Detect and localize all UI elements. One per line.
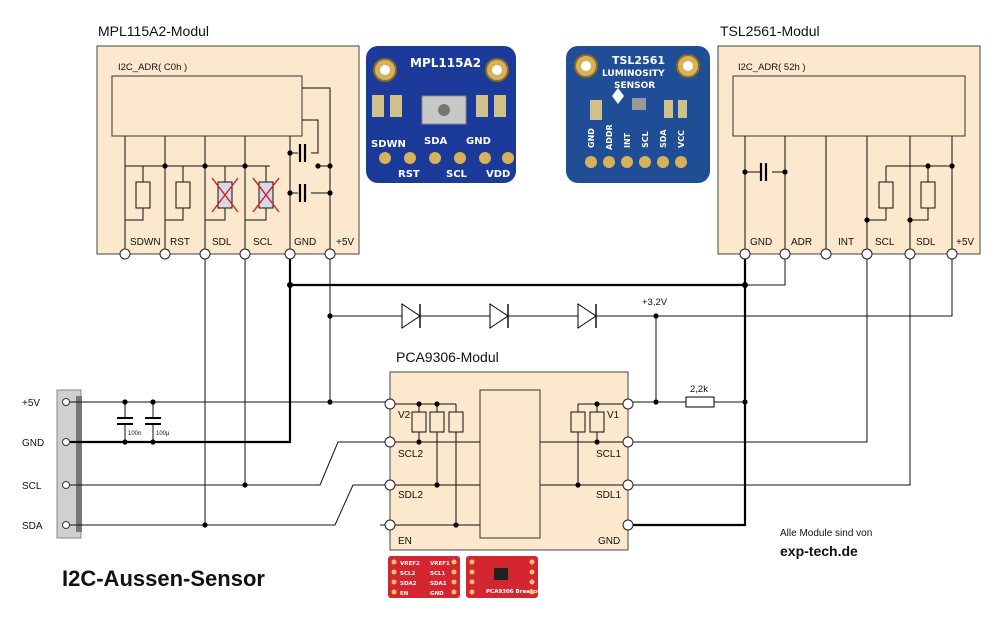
- pca-pin-v2: V2: [398, 410, 411, 421]
- pca-chip-box: [479, 389, 541, 539]
- tsl-resistor-2: [920, 181, 936, 209]
- mpl-photo-pin-scl: SCL: [446, 169, 468, 180]
- mpl115a2-board-photo: MPL115A2 SDWN SDA GND RST SCL VDD: [366, 46, 516, 183]
- pca-pin-scl2: SCL2: [398, 449, 423, 460]
- mpl-removed-cross-1: [211, 177, 239, 213]
- pca-photo-right-1: VREF1: [430, 561, 450, 567]
- mpl-pin-rst: RST: [170, 237, 190, 248]
- pca-pin-gnd: GND: [598, 536, 620, 547]
- mpl-pin-5v: +5V: [336, 237, 354, 248]
- tsl-capacitor: [759, 163, 768, 181]
- pca-photo-board-text: PCA9306 Breakout: [486, 589, 544, 595]
- connector-label-gnd: GND: [22, 438, 44, 449]
- tsl-pin-int: INT: [838, 237, 854, 248]
- flower-logo-icon: [612, 88, 624, 104]
- mpl115a2-module: MPL115A2-Modul I2C_ADR( C0h ): [96, 23, 360, 255]
- tsl-photo-line1: TSL2561: [612, 54, 665, 67]
- diode-3: [577, 303, 597, 329]
- mpl-module-title: MPL115A2-Modul: [98, 23, 209, 39]
- credit-line-1: Alle Module sind von: [780, 528, 872, 539]
- tsl-photo-pin-int: INT: [623, 132, 632, 148]
- mpl-address-label: I2C_ADR( C0h ): [118, 62, 187, 73]
- tsl-photo-line3: SENSOR: [614, 81, 655, 91]
- tsl-chip-box: [732, 75, 966, 137]
- mpl-photo-pin-sdwn: SDWN: [371, 139, 406, 150]
- pin-terminals: [119, 248, 958, 531]
- tsl-pin-sdl: SDL: [916, 237, 936, 248]
- pca-photo-right-2: SCL1: [430, 571, 446, 577]
- capacitor-100n-label: 100n: [128, 431, 141, 437]
- pca-photo-right-4: GND: [430, 591, 444, 597]
- tsl-photo-pin-scl: SCL: [641, 131, 650, 148]
- mpl-capacitor-1: [298, 144, 307, 162]
- connector-label-sda: SDA: [22, 521, 43, 532]
- tsl-photo-line2: LUMINOSITY: [602, 69, 665, 79]
- mpl-pin-sdl: SDL: [212, 237, 232, 248]
- connector-label-scl: SCL: [22, 481, 42, 492]
- mpl-photo-pin-gnd: GND: [466, 136, 491, 147]
- capacitor-100n: [117, 417, 133, 425]
- diagram-title: I2C-Aussen-Sensor: [62, 566, 265, 591]
- net-gnd-right: [632, 254, 747, 527]
- tsl-module-title: TSL2561-Modul: [720, 23, 820, 39]
- tsl-photo-pin-sda: SDA: [659, 129, 668, 148]
- pca-module-title: PCA9306-Modul: [396, 349, 499, 365]
- mpl-capacitor-2: [298, 184, 307, 202]
- external-connector: +5V GND SCL SDA: [22, 389, 82, 539]
- tsl-pin-adr: ADR: [791, 237, 812, 248]
- pca-photo-left-2: SCL2: [400, 571, 416, 577]
- pca9306-board-photo: VREF2 SCL2 SDA2 EN VREF1 SCL1 SDA1 GND P…: [388, 556, 544, 598]
- mpl-chip-box: [111, 75, 303, 137]
- capacitor-100u-label: 100µ: [156, 431, 170, 437]
- mpl-resistor-1: [135, 181, 151, 209]
- mpl-pin-sdwn: SDWN: [130, 237, 161, 248]
- tsl-photo-pin-addr: ADDR: [605, 124, 614, 150]
- tsl2561-board-photo: TSL2561 LUMINOSITY SENSOR GND ADDR INT S…: [566, 46, 710, 183]
- net-gnd-left: [70, 254, 292, 444]
- mpl-pin-gnd: GND: [294, 237, 316, 248]
- pca-photo-left-4: EN: [400, 591, 409, 597]
- tsl-resistor-1: [878, 181, 894, 209]
- mpl-removed-cross-2: [252, 177, 280, 213]
- tsl-pin-5v: +5V: [956, 237, 974, 248]
- tsl-pin-gnd: GND: [750, 237, 772, 248]
- net-sda2: [70, 484, 385, 526]
- mpl-photo-pin-sda: SDA: [424, 136, 448, 147]
- diode-2: [489, 303, 509, 329]
- pca-photo-right-3: SDA1: [430, 581, 447, 587]
- resistor-2k2: [685, 396, 715, 408]
- pca-pin-sdl1: SDL1: [596, 490, 621, 501]
- mpl-photo-name: MPL115A2: [410, 56, 481, 70]
- tsl-photo-pin-gnd: GND: [587, 128, 596, 148]
- net-sda1: [632, 254, 911, 486]
- pca-photo-left-1: VREF2: [400, 561, 420, 567]
- resistor-2k2-label: 2,2k: [690, 384, 708, 395]
- mpl-pin-scl: SCL: [253, 237, 273, 248]
- mpl-photo-pin-rst: RST: [398, 169, 420, 180]
- pca-photo-left-3: SDA2: [400, 581, 417, 587]
- tsl-photo-pin-vcc: VCC: [677, 130, 686, 148]
- pca-pin-en: EN: [398, 536, 412, 547]
- voltage-label: +3,2V: [642, 297, 668, 308]
- pca-pin-scl1: SCL1: [596, 449, 621, 460]
- tsl-pin-scl: SCL: [875, 237, 895, 248]
- capacitor-100u: [145, 417, 161, 425]
- mpl-resistor-2: [175, 181, 191, 209]
- tsl-address-label: I2C_ADR( 52h ): [738, 62, 806, 73]
- net-scl1: [632, 254, 868, 443]
- diode-1: [401, 303, 421, 329]
- pca-pin-v1: V1: [607, 410, 620, 421]
- net-scl2: [70, 441, 385, 486]
- tsl2561-module: TSL2561-Modul I2C_ADR( 52h ) GND ADR INT…: [717, 23, 981, 255]
- pca9306-module: PCA9306-Modul V2 SCL2 SDL2 EN V1 SCL1 SD…: [389, 349, 629, 551]
- connector-label-5v: +5V: [22, 398, 40, 409]
- pca-pin-sdl2: SDL2: [398, 490, 423, 501]
- mpl-photo-pin-vdd: VDD: [486, 169, 510, 180]
- credit-line-2: exp-tech.de: [780, 543, 858, 559]
